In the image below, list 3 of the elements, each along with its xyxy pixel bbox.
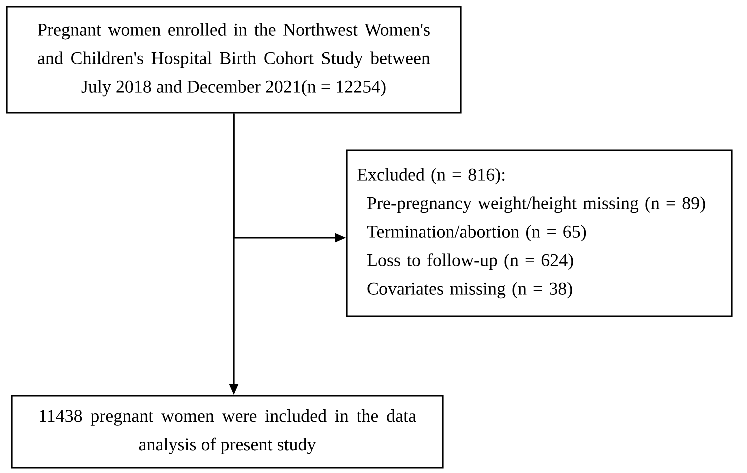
exclusion-box: Excluded (n = 816): Pre-pregnancy weight/height missing (n = 89) Termination/abortion (n = 65) Loss to follow-up (n = 624) Covariates missing (n = 38) xyxy=(346,150,733,318)
process-box: 11438 pregnant women were included in the data analysis of present study xyxy=(11,395,444,469)
process-box: Pregnant women enrolled in the Northwest Women's and Children's Hospital Birth Cohort Study between July 2018 and December 2021(n = 12254) xyxy=(6,6,462,114)
